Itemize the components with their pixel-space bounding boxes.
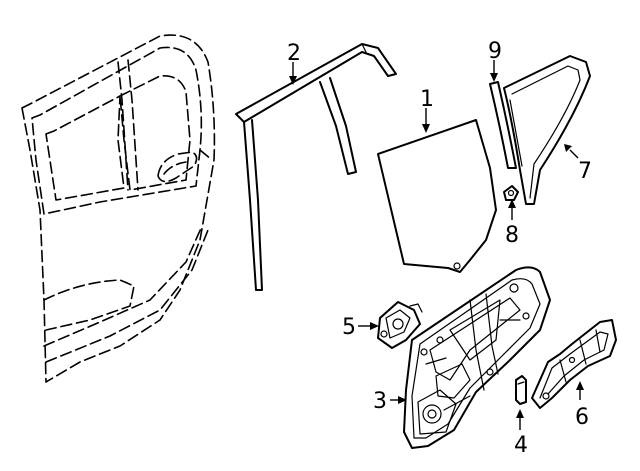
part-7-quarter-glass	[503, 55, 591, 205]
callout-1-label: 1	[420, 87, 434, 112]
part-6-trim	[531, 319, 617, 409]
callout-labels: 1 2 3 4 5 6 7 8 9	[287, 39, 592, 458]
callout-6-label: 6	[575, 405, 589, 430]
callout-5-label: 5	[342, 315, 356, 340]
part-8-clip	[503, 185, 519, 201]
part-9-division-strip	[489, 81, 517, 169]
callout-2-label: 2	[287, 41, 301, 66]
door-phantom	[21, 34, 216, 383]
callout-3-label: 3	[373, 389, 387, 414]
part-5-window-motor	[377, 301, 423, 349]
part-1-door-glass	[377, 119, 497, 273]
callout-leaders	[289, 60, 584, 430]
callout-7-label: 7	[578, 159, 592, 184]
part-4-bracket	[515, 375, 527, 405]
callout-9-label: 9	[488, 39, 502, 64]
callout-8-label: 8	[505, 223, 519, 248]
callout-4-label: 4	[514, 433, 528, 458]
part-3-window-regulator	[403, 266, 551, 449]
part-2-run-channel	[235, 43, 397, 291]
